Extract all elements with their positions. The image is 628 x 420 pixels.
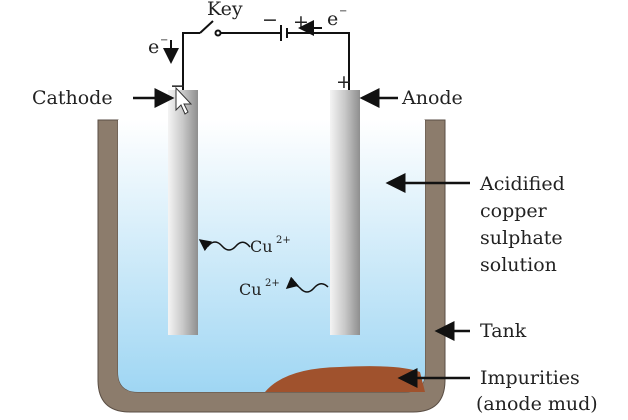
svg-text:sulphate: sulphate — [480, 227, 563, 249]
copper-sulphate-solution — [118, 120, 425, 392]
svg-text:2+: 2+ — [276, 235, 291, 246]
cathode-rod — [168, 90, 198, 335]
svg-text:2+: 2+ — [265, 278, 280, 289]
anode-mud — [265, 366, 425, 392]
cu-ion-label-2: Cu — [239, 280, 262, 299]
tank-label: Tank — [480, 320, 527, 342]
svg-text:(anode mud): (anode mud) — [476, 393, 598, 415]
svg-text:copper: copper — [480, 200, 548, 222]
svg-text:Impurities: Impurities — [480, 367, 580, 389]
svg-text:Acidified: Acidified — [479, 173, 565, 195]
anode-sign: + — [336, 71, 352, 93]
mouse-cursor-icon — [175, 86, 193, 115]
solution-label: Acidified copper sulphate solution — [479, 173, 565, 276]
svg-text:solution: solution — [480, 254, 557, 276]
ion-migration-arrow-1 — [198, 239, 251, 252]
svg-text:−: − — [339, 6, 347, 17]
electron-label-left: e — [148, 36, 159, 58]
anode-rod — [330, 90, 360, 335]
battery-minus-sign: − — [262, 9, 278, 31]
impurities-label: Impurities (anode mud) — [476, 367, 598, 415]
electron-label-right: e — [327, 8, 338, 30]
cathode-label: Cathode — [32, 87, 113, 109]
battery-plus-sign: + — [293, 11, 309, 33]
svg-text:−: − — [160, 35, 168, 46]
cu-ion-label-1: Cu — [250, 237, 273, 256]
circuit-wire — [182, 20, 350, 90]
anode-label: Anode — [401, 87, 463, 109]
ion-migration-arrow-2 — [285, 276, 329, 293]
key-label: Key — [207, 0, 243, 20]
